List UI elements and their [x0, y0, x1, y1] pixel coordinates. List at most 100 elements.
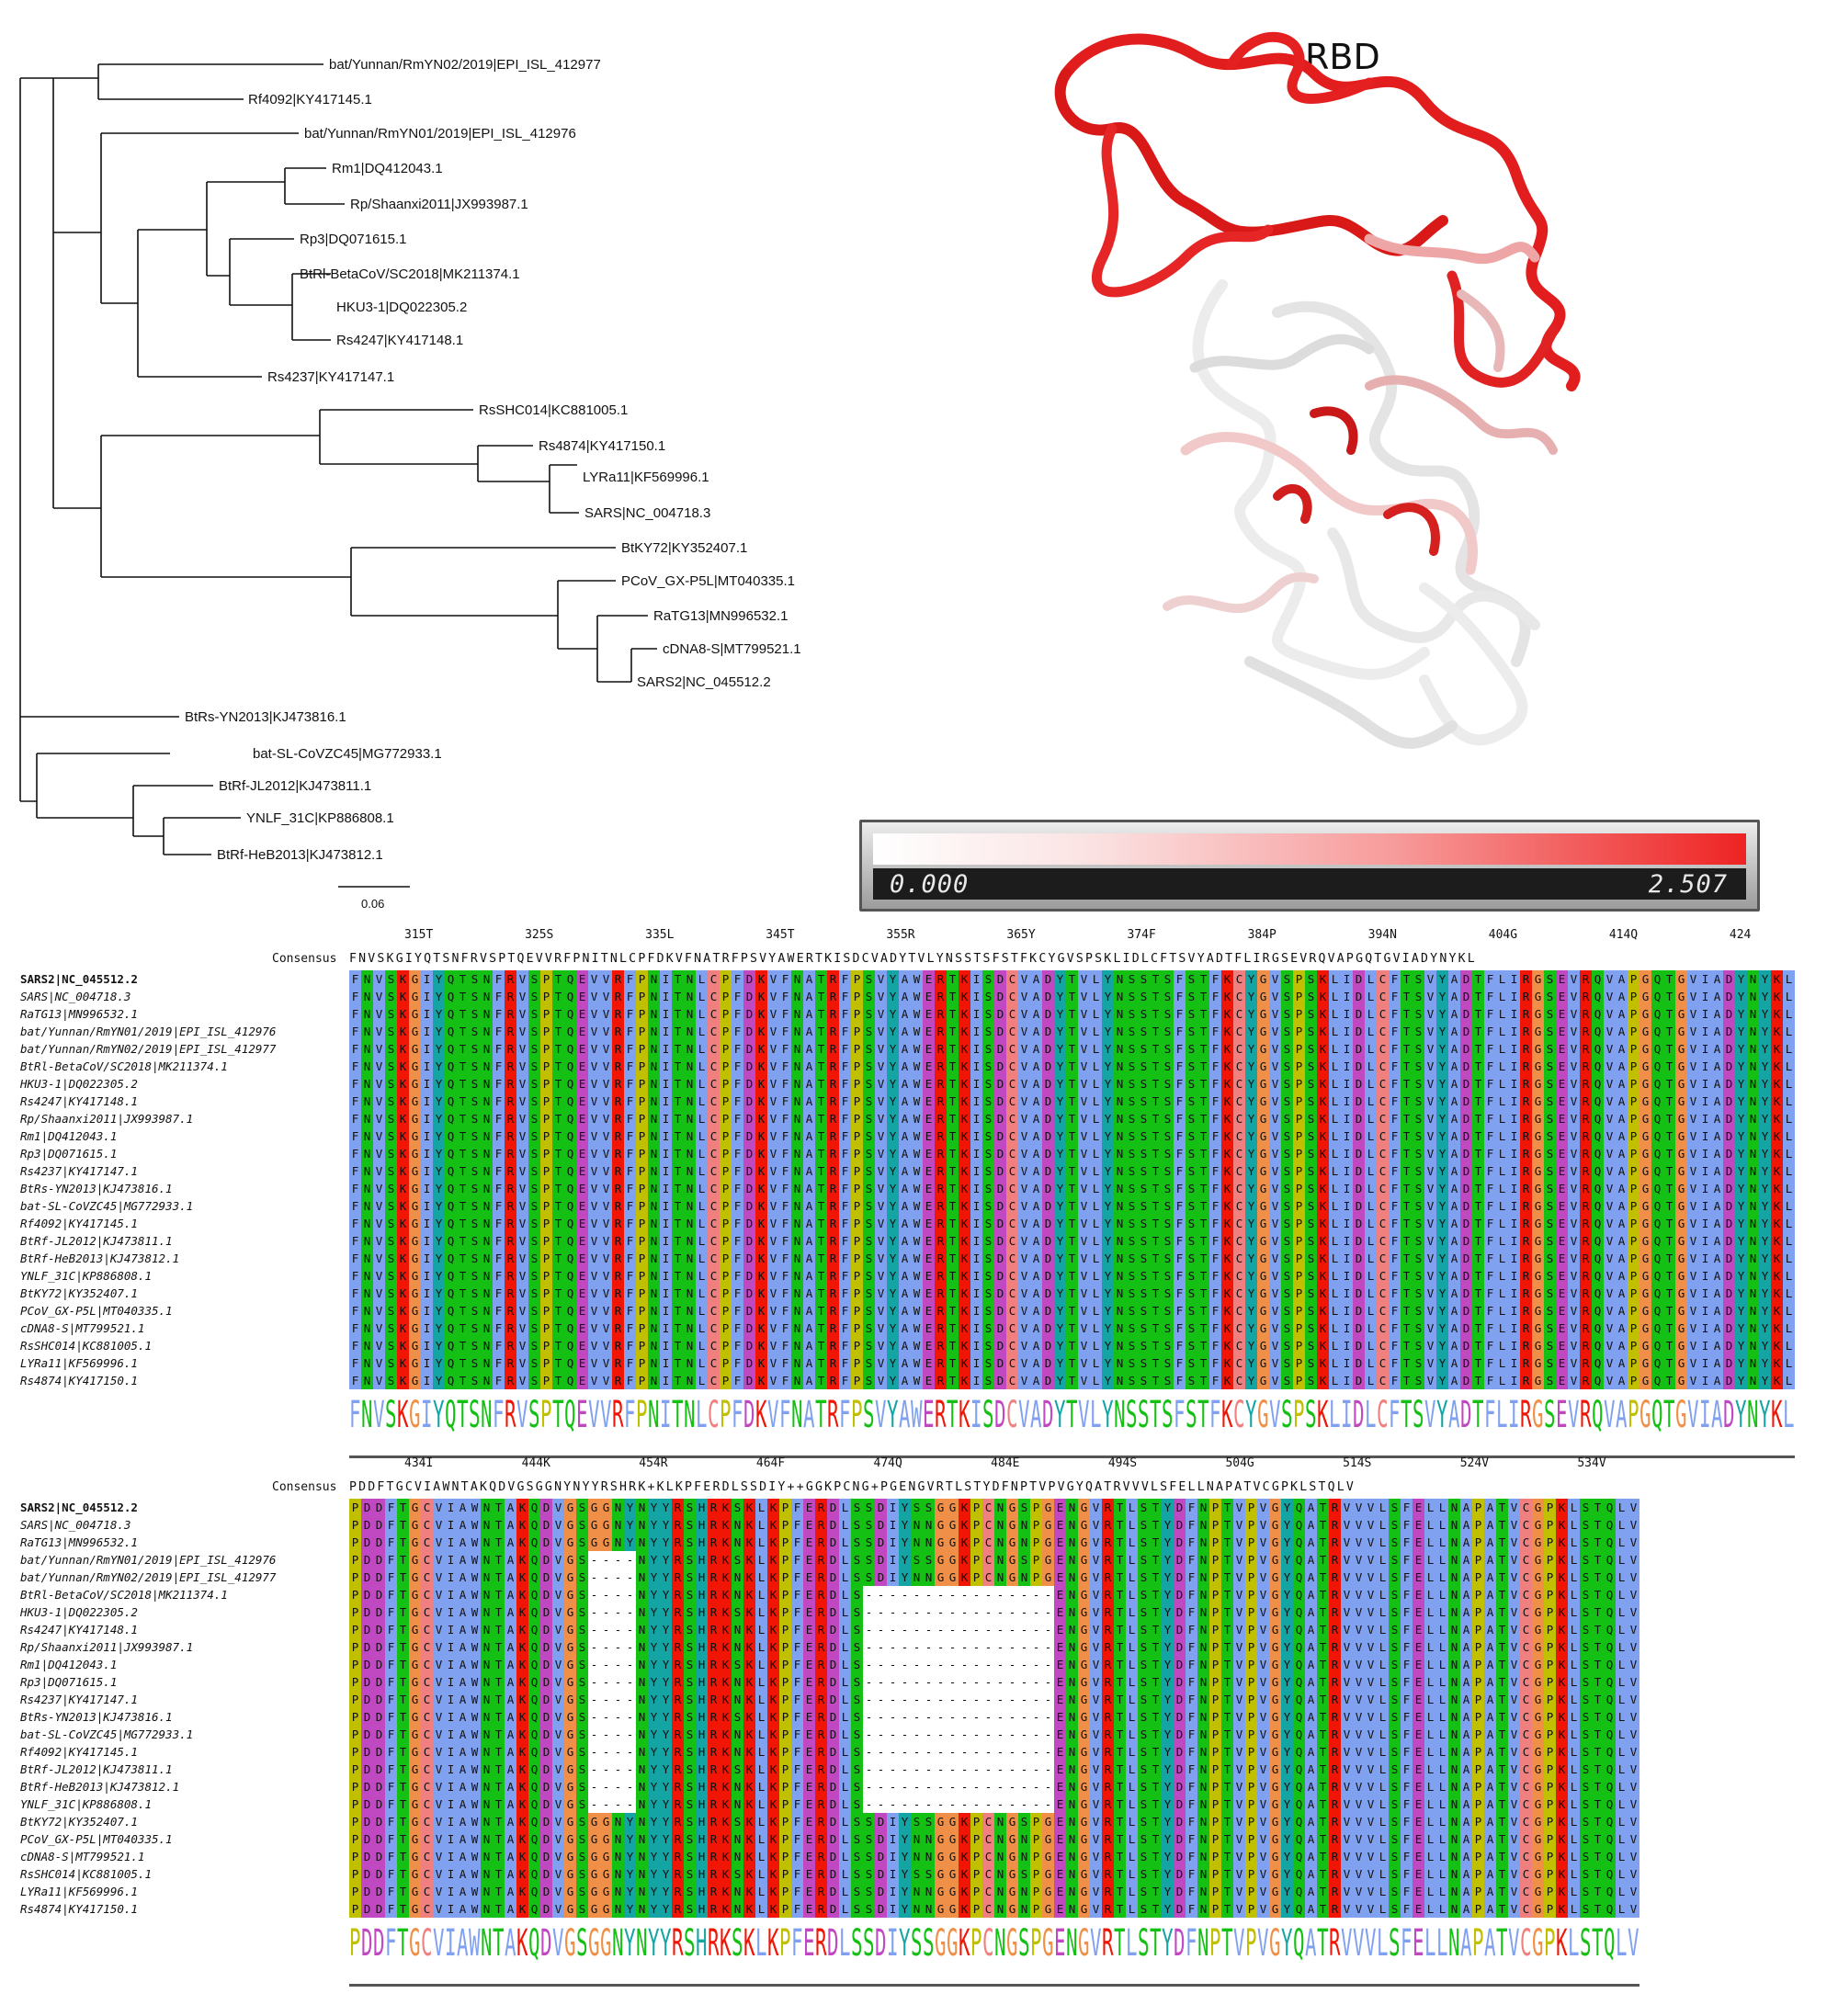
residue-cell: I	[1508, 1215, 1520, 1232]
residue-cell: R	[672, 1691, 684, 1708]
residue-cell: T	[1663, 1005, 1675, 1023]
residue-cell: V	[767, 1127, 779, 1145]
residue-cell: D	[361, 1621, 373, 1638]
residue-cell: V	[1353, 1673, 1365, 1691]
residue-cell: E	[803, 1603, 815, 1621]
residue-cell: L	[1090, 1232, 1102, 1250]
residue-cell: E	[803, 1761, 815, 1778]
logo-column: I	[421, 1395, 433, 1455]
residue-cell: K	[959, 1250, 970, 1267]
residue-cell: Q	[1592, 1337, 1604, 1354]
residue-cell: S	[528, 1075, 540, 1093]
residue-cell: T	[1472, 1058, 1484, 1075]
residue-cell: Y	[648, 1673, 660, 1691]
residue-cell: -	[1006, 1586, 1018, 1603]
residue-cell: -	[588, 1569, 600, 1586]
logo-column: Q	[564, 1395, 576, 1455]
residue-cell: E	[576, 970, 588, 988]
residue-cell: V	[875, 1023, 887, 1040]
residue-cell: F	[1209, 1215, 1221, 1232]
residue-cell: L	[1436, 1499, 1448, 1516]
residue-cell: A	[457, 1743, 469, 1761]
logo-letter: S	[528, 1397, 540, 1433]
residue-cell: C	[1520, 1691, 1532, 1708]
residue-cell: I	[421, 1145, 433, 1162]
residue-cell: L	[839, 1726, 851, 1743]
residue-cell: T	[1663, 1302, 1675, 1319]
residue-cell: F	[493, 1093, 505, 1110]
residue-cell: V	[1269, 1319, 1281, 1337]
residue-cell: C	[1520, 1638, 1532, 1656]
residue-cell: V	[516, 1197, 528, 1215]
residue-cell: G	[564, 1499, 576, 1516]
sequence-name: RsSHC014|KC881005.1	[20, 1865, 276, 1883]
residue-cell: G	[1042, 1499, 1054, 1516]
residue-cell: T	[457, 1197, 469, 1215]
residue-cell: F	[1174, 1058, 1186, 1075]
residue-cell: L	[1496, 1354, 1508, 1372]
residue-cell: R	[935, 1005, 947, 1023]
residue-cell: Q	[445, 1354, 457, 1372]
residue-cell: K	[755, 1093, 767, 1110]
logo-column: I	[1341, 1395, 1353, 1455]
residue-cell: Q	[1604, 1708, 1616, 1726]
residue-cell: G	[1532, 1215, 1544, 1232]
residue-cell: T	[1066, 1005, 1078, 1023]
residue-cell: D	[743, 1058, 755, 1075]
residue-cell: D	[373, 1673, 385, 1691]
residue-cell: V	[1687, 1250, 1699, 1267]
residue-cell: -	[959, 1586, 970, 1603]
residue-cell: Y	[1759, 1075, 1771, 1093]
residue-cell: C	[1006, 1023, 1018, 1040]
residue-cell: Q	[1592, 988, 1604, 1005]
residue-cell: N	[684, 1267, 696, 1285]
residue-cell: C	[421, 1638, 433, 1656]
residue-cell: A	[1711, 1337, 1723, 1354]
residue-cell: K	[1771, 1127, 1783, 1145]
residue-cell: F	[349, 1267, 361, 1285]
residue-cell: L	[1377, 1516, 1389, 1534]
residue-cell: D	[373, 1603, 385, 1621]
residue-cell: T	[493, 1534, 505, 1551]
residue-cell: L	[1329, 1197, 1341, 1215]
residue-cell: V	[1365, 1743, 1377, 1761]
residue-cell: A	[1711, 1250, 1723, 1267]
residue-cell: F	[1389, 1075, 1401, 1093]
residue-cell: G	[1257, 1372, 1269, 1389]
residue-cell: C	[1377, 1180, 1389, 1197]
residue-cell: R	[1329, 1586, 1341, 1603]
residue-cell: I	[1508, 1337, 1520, 1354]
residue-cell: A	[505, 1673, 516, 1691]
residue-cell: N	[791, 1232, 803, 1250]
residue-cell: I	[1341, 1093, 1353, 1110]
residue-cell: E	[1556, 1232, 1568, 1250]
residue-cell: G	[1675, 1250, 1687, 1267]
residue-cell: S	[684, 1656, 696, 1673]
residue-cell: Q	[1651, 1250, 1663, 1267]
residue-cell: V	[875, 1302, 887, 1319]
residue-cell: I	[1341, 1372, 1353, 1389]
residue-cell: T	[397, 1638, 409, 1656]
residue-cell: L	[1329, 1267, 1341, 1285]
residue-cell: C	[982, 1499, 994, 1516]
residue-cell: A	[1616, 1215, 1628, 1232]
residue-cell: P	[851, 1162, 863, 1180]
residue-cell: T	[397, 1516, 409, 1534]
residue-cell: L	[1329, 988, 1341, 1005]
residue-cell: R	[827, 1005, 839, 1023]
residue-cell: N	[361, 1250, 373, 1267]
residue-cell: L	[696, 1337, 708, 1354]
residue-cell: C	[708, 1197, 720, 1215]
residue-cell: T	[457, 1267, 469, 1285]
residue-cell: I	[1508, 1093, 1520, 1110]
residue-cell: A	[803, 1319, 815, 1337]
residue-cell: A	[1460, 1621, 1472, 1638]
residue-cell: V	[1365, 1638, 1377, 1656]
residue-cell: V	[767, 1215, 779, 1232]
residue-cell: Y	[1054, 1110, 1066, 1127]
residue-cell: Q	[1604, 1691, 1616, 1708]
residue-cell: -	[588, 1691, 600, 1708]
logo-letter: L	[1783, 1397, 1795, 1433]
residue-cell: N	[361, 970, 373, 988]
residue-cell: S	[576, 1726, 588, 1743]
